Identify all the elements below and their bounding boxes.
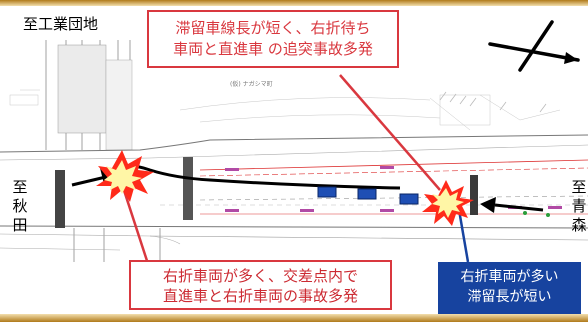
vehicle-icon	[399, 193, 419, 205]
crosswalk-left	[55, 170, 65, 228]
rear-end-accident-callout: 滞留車線長が短く、右折待ち 車両と直進車 の追突事故多発	[147, 10, 399, 68]
crosswalk-east	[470, 175, 478, 215]
north-arrow-icon	[488, 20, 580, 72]
akita-direction-char: 秋	[12, 197, 28, 215]
aomori-direction-label: 至 青 森	[571, 178, 587, 235]
aomori-direction-char: 森	[571, 216, 587, 234]
crosswalk-right	[183, 157, 193, 220]
akita-direction-label: 至 秋 田	[12, 178, 28, 235]
callout-line: 右折車両が多い	[460, 269, 559, 285]
akita-direction-char: 至	[12, 178, 28, 196]
right-turn-queue-callout: 右折車両が多い 滞留長が短い	[438, 262, 581, 314]
callout-line: 直進車と右折車両の事故多発	[162, 287, 358, 305]
intersection-accident-callout: 右折車両が多く、交差点内で 直進車と右折車両の事故多発	[129, 260, 392, 310]
callout-line: 車両と直進車 の追突事故多発	[173, 40, 373, 58]
aomori-direction-char: 至	[571, 178, 587, 196]
akita-direction-char: 田	[12, 216, 28, 234]
vehicle-icon	[357, 188, 377, 200]
plan-title: (仮) ナガシマ町	[230, 81, 273, 88]
frame-top-border	[0, 0, 588, 6]
callout-line: 右折車両が多く、交差点内で	[162, 267, 358, 285]
frame-bottom-border	[0, 314, 588, 322]
callout-line: 滞留長が短い	[467, 289, 552, 305]
aomori-direction-char: 青	[571, 197, 587, 215]
top-callout-pointer	[339, 74, 441, 191]
main-road	[0, 134, 588, 251]
right-arrow-icon	[480, 197, 544, 213]
vehicle-queue	[317, 186, 419, 205]
median-island	[57, 44, 107, 134]
callout-line: 滞留車線長が短く、右折待ち	[175, 19, 371, 37]
industrial-park-direction-label: 至工業団地	[23, 15, 99, 33]
vehicle-icon	[317, 186, 337, 198]
